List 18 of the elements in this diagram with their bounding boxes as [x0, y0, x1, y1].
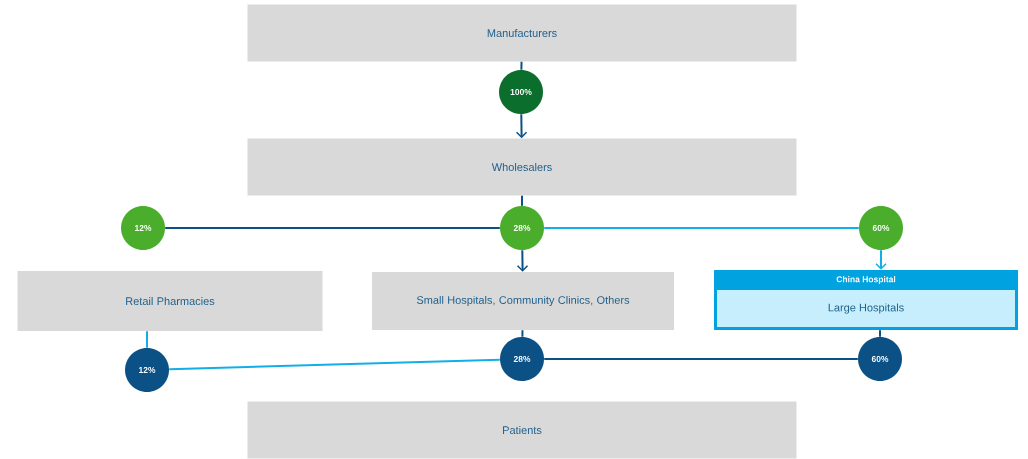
- connector-line: [521, 194, 523, 207]
- process-box: Wholesalers: [247, 138, 797, 196]
- connector-line: [168, 358, 501, 371]
- process-box: Patients: [247, 401, 797, 459]
- process-box: Retail Pharmacies: [17, 271, 323, 331]
- connector-line: [164, 227, 501, 229]
- connector-line: [521, 329, 524, 338]
- connector-line: [543, 227, 860, 229]
- connector-line: [520, 60, 523, 71]
- process-box: China Hospital Large Hospitals: [714, 270, 1018, 330]
- connector-line: [879, 329, 881, 338]
- arrow: [875, 249, 887, 270]
- arrow: [515, 113, 528, 139]
- process-box: Small Hospitals, Community Clinics, Others: [372, 272, 674, 330]
- process-box: Manufacturers: [247, 4, 797, 62]
- connector-line: [146, 330, 148, 349]
- connector-line: [543, 358, 859, 360]
- arrow: [516, 249, 529, 272]
